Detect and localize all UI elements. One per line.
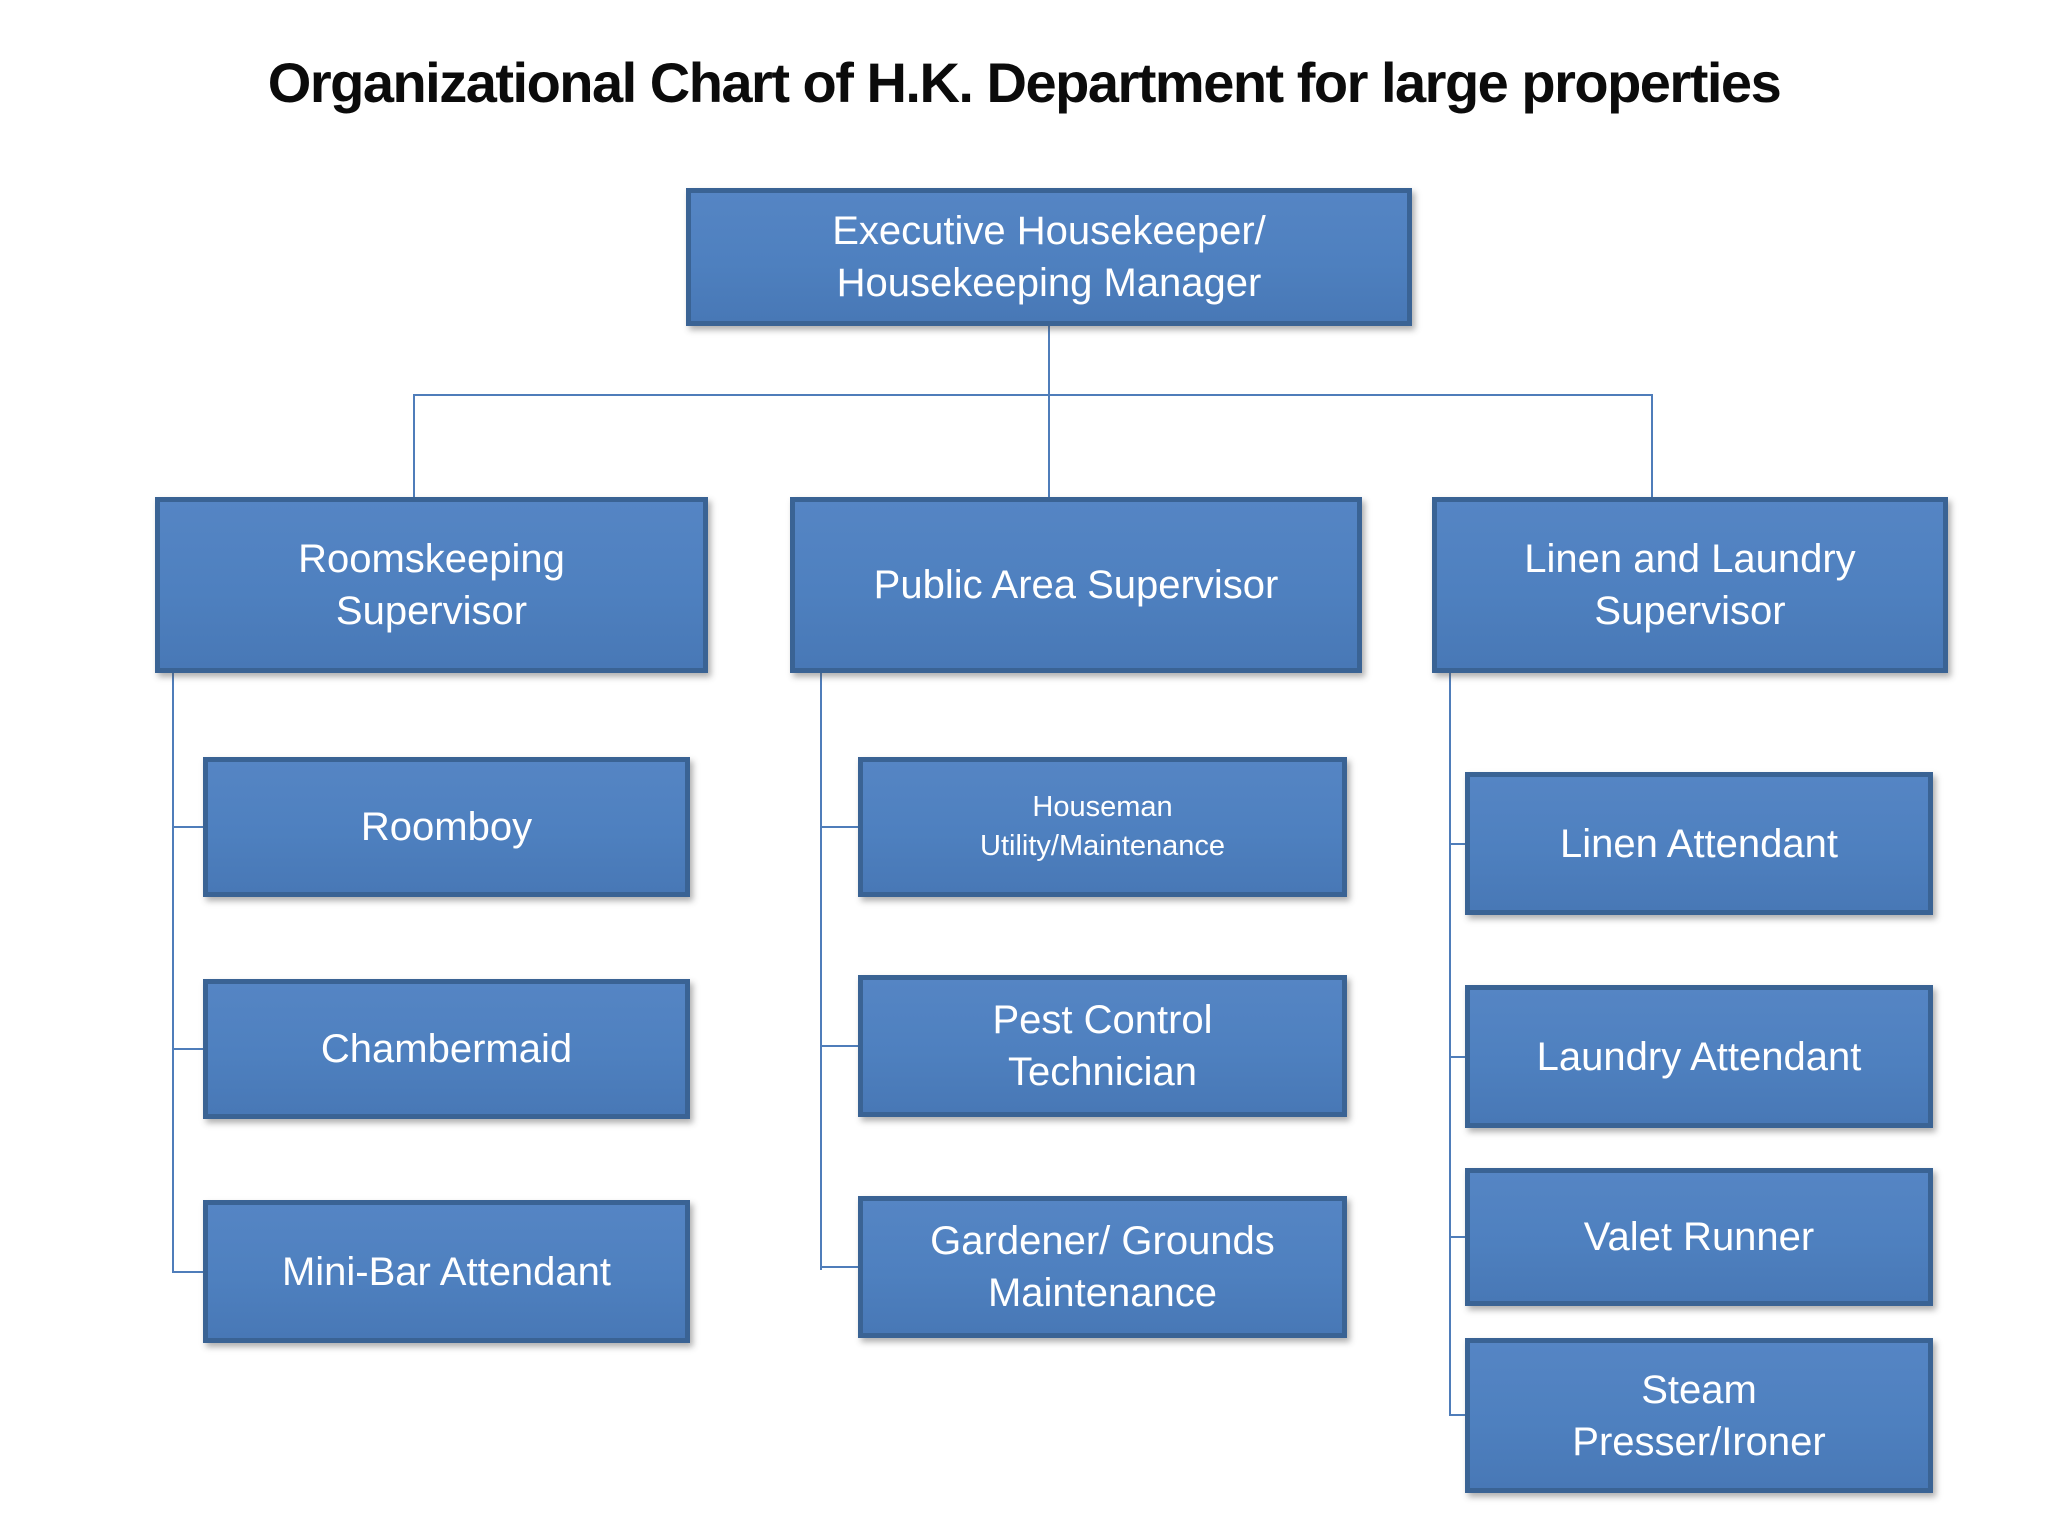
connector-branch1-spine xyxy=(172,672,174,1273)
org-box-executive-housekeeper: Executive Housekeeper/Housekeeping Manag… xyxy=(686,188,1412,326)
connector-branch3-stub3 xyxy=(1449,1236,1465,1238)
connector-branch3-stub2 xyxy=(1449,1056,1465,1058)
org-box-chambermaid: Chambermaid xyxy=(203,979,690,1119)
org-box-linen-attendant: Linen Attendant xyxy=(1465,772,1933,915)
connector-branch1-stub1 xyxy=(172,826,203,828)
org-box-label: Linen Attendant xyxy=(1559,821,1839,866)
connector-branch1-drop xyxy=(413,394,415,497)
org-box-mini-bar-attendant: Mini-Bar Attendant xyxy=(203,1200,690,1343)
org-box-label: Executive Housekeeper/Housekeeping Manag… xyxy=(832,209,1266,305)
org-box-label: Mini-Bar Attendant xyxy=(281,1249,612,1294)
connector-branch3-stub4 xyxy=(1449,1414,1465,1416)
connector-root-crossbar xyxy=(413,394,1653,396)
connector-branch3-spine xyxy=(1449,672,1451,1416)
connector-branch1-stub2 xyxy=(172,1048,203,1050)
org-box-label: Roomboy xyxy=(360,805,533,849)
org-box-label: Public Area Supervisor xyxy=(873,563,1279,607)
connector-branch3-drop xyxy=(1651,394,1653,497)
connector-branch3-stub1 xyxy=(1449,843,1465,845)
connector-root-stem xyxy=(1048,326,1050,497)
connector-branch2-stub2 xyxy=(820,1045,858,1047)
org-box-roomboy: Roomboy xyxy=(203,757,690,897)
connector-branch2-stub1 xyxy=(820,826,858,828)
page-title: Organizational Chart of H.K. Department … xyxy=(267,51,1782,114)
org-box-public-area-supervisor: Public Area Supervisor xyxy=(790,497,1362,673)
org-box-label: Laundry Attendant xyxy=(1536,1034,1862,1079)
connector-branch2-spine xyxy=(820,672,822,1270)
org-box-valet-runner: Valet Runner xyxy=(1465,1168,1933,1306)
connector-branch2-stub3 xyxy=(820,1266,858,1268)
connector-branch1-stub3 xyxy=(172,1271,203,1273)
org-box-laundry-attendant: Laundry Attendant xyxy=(1465,985,1933,1128)
org-box-label: Chambermaid xyxy=(320,1027,573,1071)
org-box-label: Valet Runner xyxy=(1583,1215,1815,1259)
